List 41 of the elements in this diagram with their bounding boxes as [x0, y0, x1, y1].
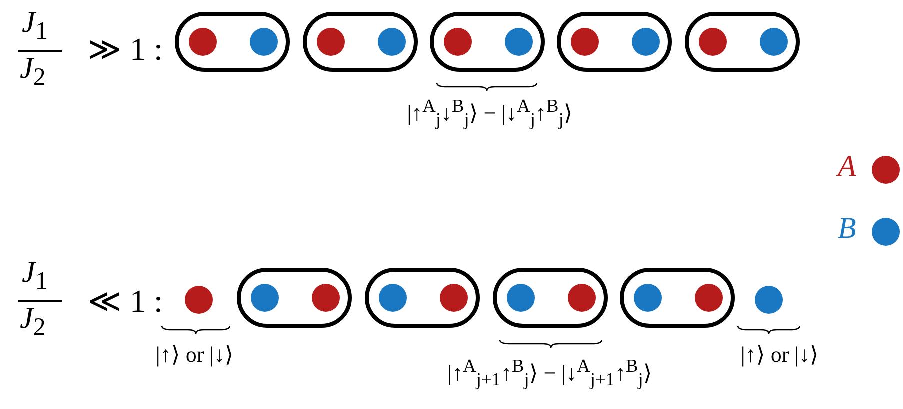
- spin-dot: [695, 284, 723, 312]
- spin-dot: [507, 284, 535, 312]
- rounded-box: [557, 12, 672, 72]
- rounded-box: [493, 268, 608, 328]
- spin-dot: [505, 28, 533, 56]
- rounded-box: [620, 268, 735, 328]
- spin-dot: [312, 284, 340, 312]
- spin-dot: [444, 28, 472, 56]
- rounded-box: [685, 12, 800, 72]
- spin-dot: [378, 28, 406, 56]
- spin-dot: [250, 28, 278, 56]
- coupling-symbol: J$_{1}$: [22, 256, 48, 296]
- rounded-box: [365, 268, 480, 328]
- state-ket: |↑$^{A}$$_{j}$↓$^{B}$$_{j}$⟩ − |↓$^{A}$$_{j}$↑$^{B}$$_{j}$⟩: [406, 96, 574, 131]
- spin-dot: [189, 28, 217, 56]
- relation-text: ≪ 1 :: [88, 282, 163, 320]
- rounded-box: [175, 12, 290, 72]
- spin-dot: [251, 284, 279, 312]
- spin-dot: [317, 28, 345, 56]
- state-ket: |↑⟩ or |↓⟩: [740, 342, 820, 368]
- spin-dot: [379, 284, 407, 312]
- relation-text: ≫ 1 :: [88, 30, 163, 68]
- spin-dot: [571, 28, 599, 56]
- spin-dot: [440, 284, 468, 312]
- state-ket: |↑⟩ or |↓⟩: [154, 342, 236, 368]
- spin-dot: [568, 284, 596, 312]
- spin-dot: [755, 286, 783, 314]
- spin-dot: [699, 28, 727, 56]
- spin-dot: [760, 28, 788, 56]
- state-ket: |↑$^{A}$$_{j+1}$↑$^{B}$$_{j}$⟩ − |↓$^{A}$$_{j+1}$↑$^{B}$$_{j}$⟩: [446, 356, 654, 391]
- spin-dot: [634, 284, 662, 312]
- spin-dot: [632, 28, 660, 56]
- rounded-box: [430, 12, 545, 72]
- coupling-symbol: J$_{2}$: [20, 302, 46, 342]
- legend-text: B: [838, 212, 856, 246]
- rounded-box: [237, 268, 352, 328]
- legend-text: A: [838, 150, 856, 184]
- coupling-symbol: J$_{1}$: [22, 6, 48, 46]
- coupling-symbol: J$_{2}$: [20, 52, 46, 92]
- spin-dot: [185, 286, 213, 314]
- rounded-box: [303, 12, 418, 72]
